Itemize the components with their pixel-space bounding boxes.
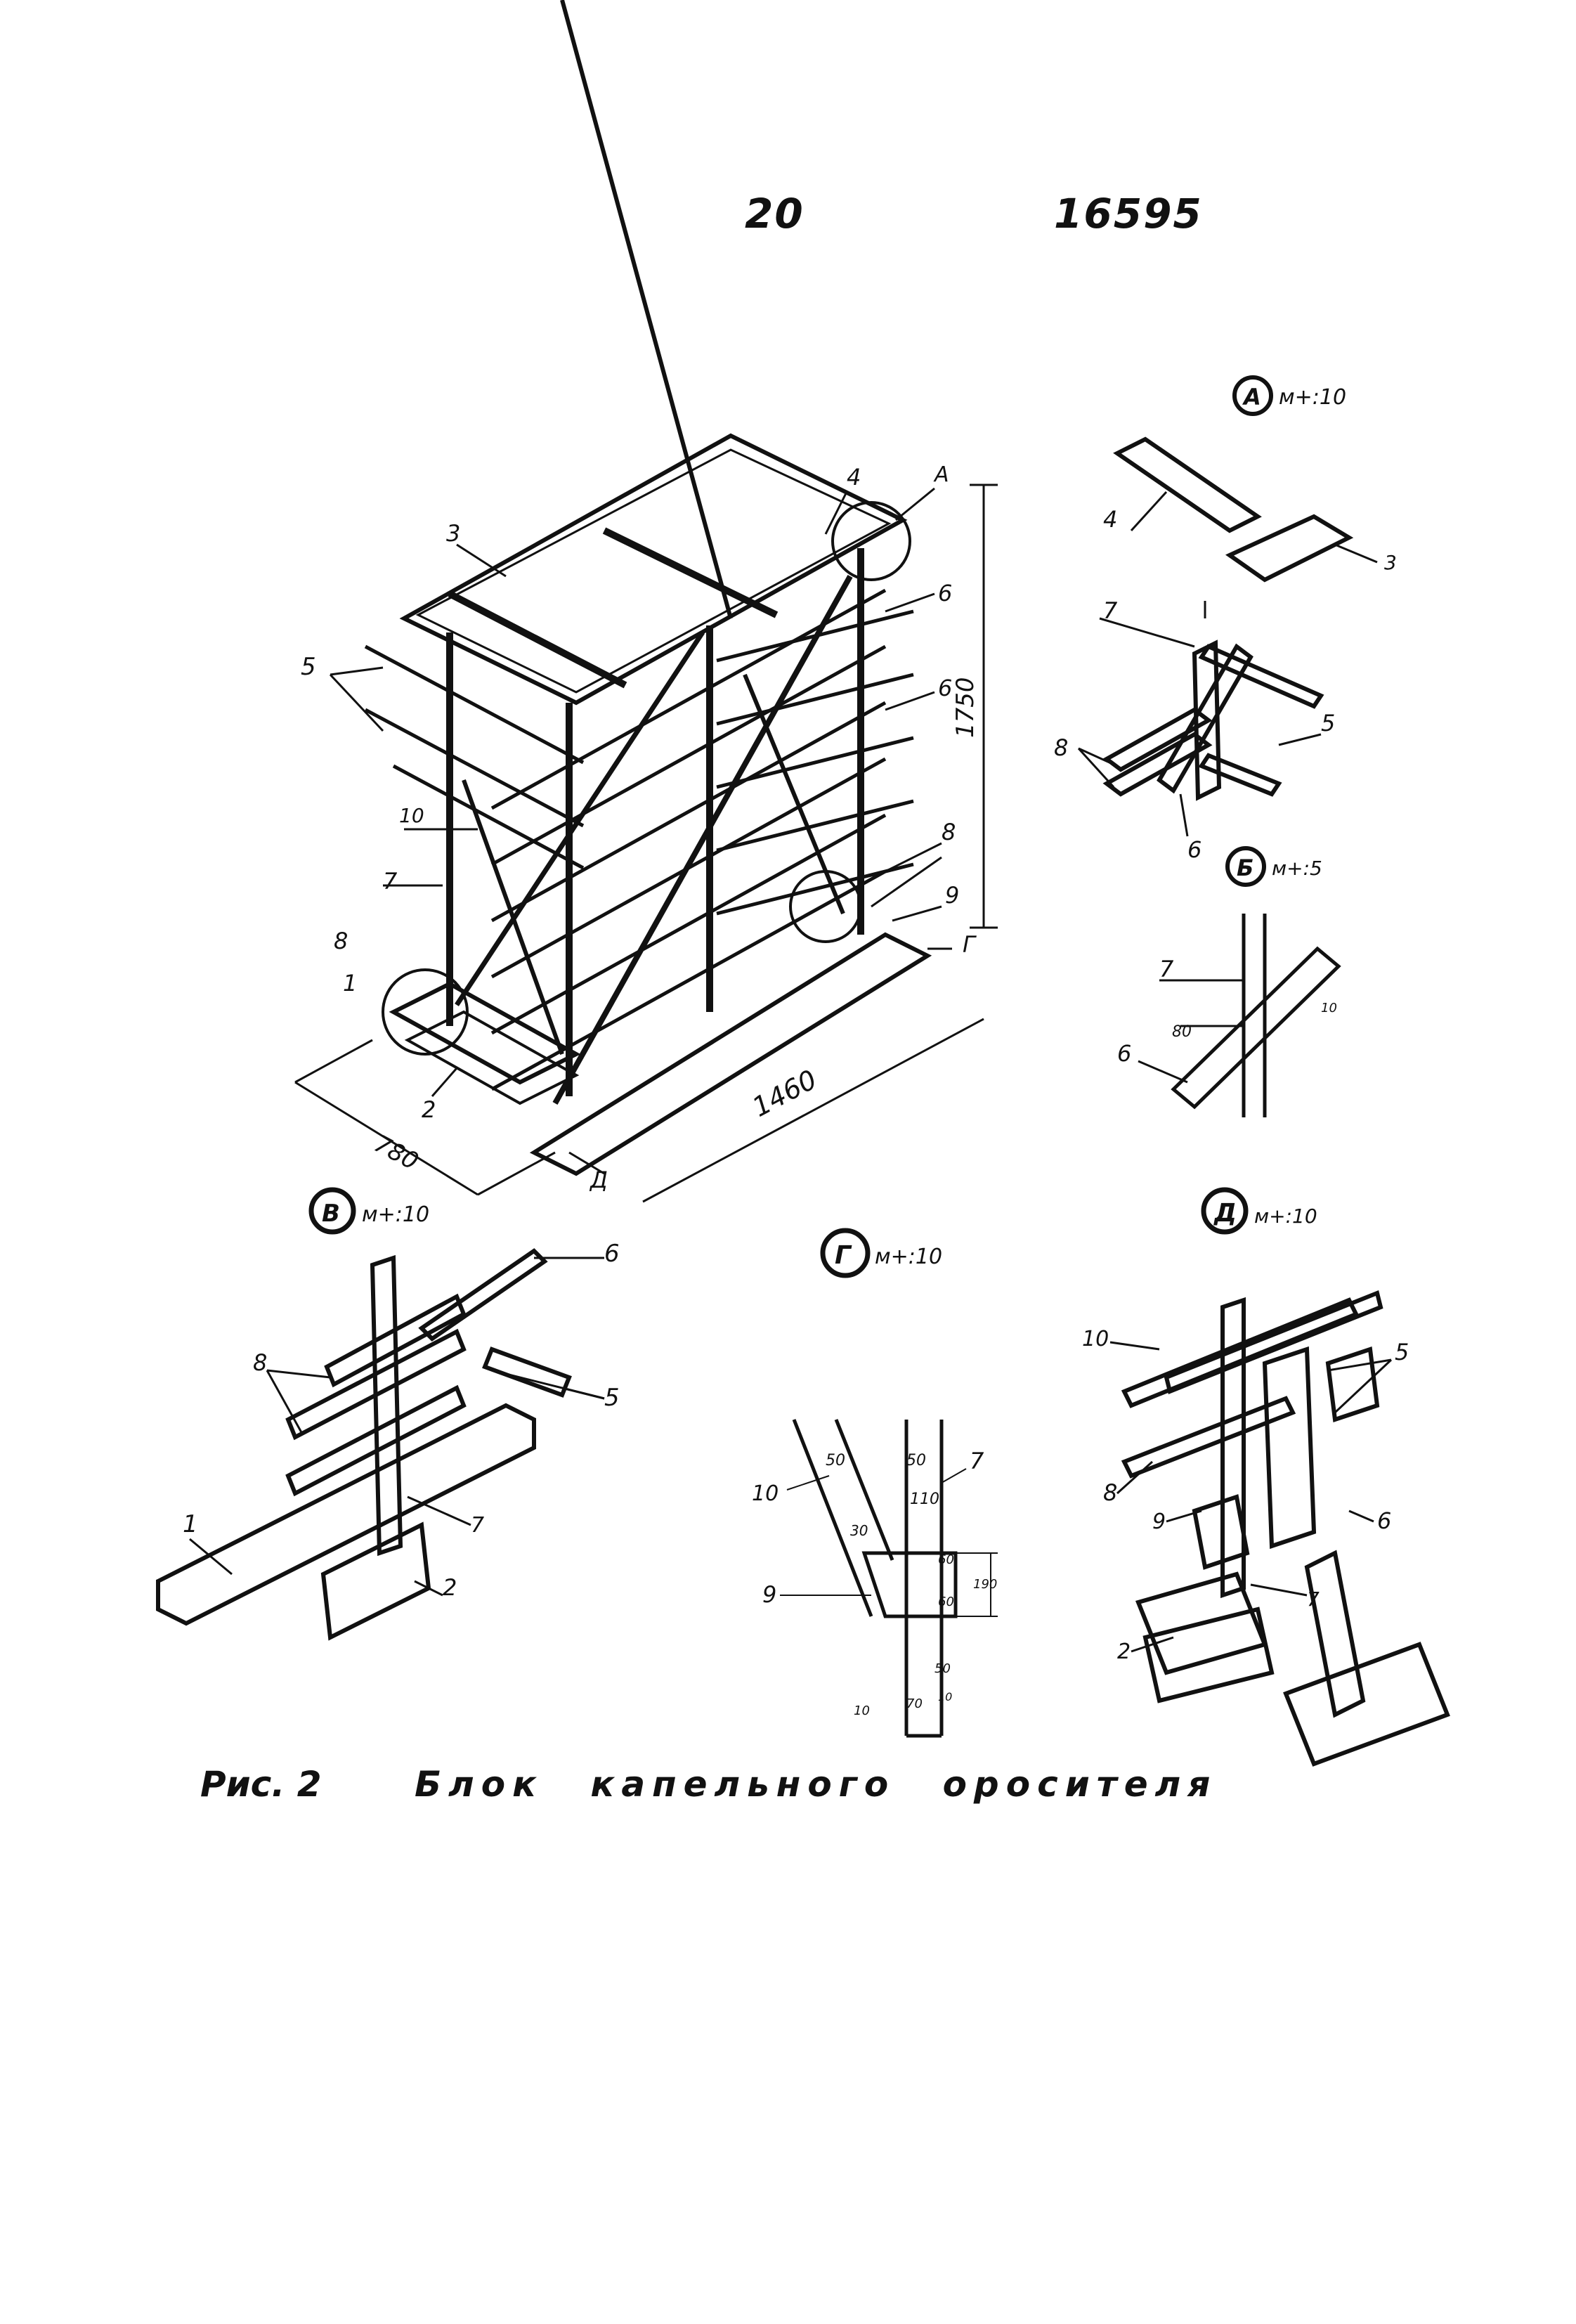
- callout-g: Г: [963, 931, 977, 958]
- svg-text:50: 50: [934, 1661, 951, 1676]
- svg-text:80: 80: [1172, 1023, 1192, 1041]
- dim-width: 780: [370, 1130, 423, 1176]
- svg-text:10: 10: [1321, 1001, 1337, 1015]
- detail-b: Б м+:5 7 6 10 80: [1117, 846, 1341, 1117]
- callout-1: 1: [343, 970, 357, 997]
- detail-g-letter: Г: [835, 1241, 852, 1270]
- detail-g-scale: м+:10: [875, 1245, 942, 1269]
- svg-text:10: 10: [752, 1481, 779, 1506]
- svg-text:6: 6: [1187, 836, 1201, 863]
- svg-text:2: 2: [443, 1574, 457, 1601]
- dim-height: 1750: [951, 677, 979, 738]
- svg-text:50: 50: [906, 1452, 926, 1469]
- detail-b-scale: м+:5: [1272, 857, 1322, 880]
- detail-a: А м+:10 4 3 7 8 5 6: [1054, 375, 1397, 863]
- detail-v-scale: м+:10: [362, 1202, 429, 1227]
- svg-text:2: 2: [1117, 1640, 1131, 1664]
- svg-text:7: 7: [970, 1448, 984, 1474]
- callout-8b: 8: [942, 819, 956, 845]
- svg-text:7: 7: [1307, 1588, 1320, 1611]
- svg-text:30: 30: [850, 1522, 868, 1539]
- svg-text:4: 4: [1103, 506, 1117, 533]
- svg-text:70: 70: [906, 1696, 923, 1711]
- base-beam-short: [389, 981, 581, 1085]
- callout-6a: 6: [938, 580, 952, 606]
- detail-a-letter: А: [1242, 384, 1261, 410]
- callout-5: 5: [301, 653, 316, 681]
- svg-text:10: 10: [938, 1690, 952, 1703]
- svg-text:8: 8: [253, 1349, 267, 1376]
- svg-text:6: 6: [604, 1240, 620, 1268]
- detail-d-scale: м+:10: [1254, 1205, 1317, 1228]
- detail-circle-v: [382, 968, 469, 1056]
- brace: [462, 779, 564, 1056]
- callout-2: 2: [422, 1096, 436, 1123]
- svg-text:9: 9: [1152, 1510, 1166, 1534]
- svg-text:9: 9: [762, 1581, 776, 1608]
- svg-text:7: 7: [1159, 956, 1174, 982]
- brace: [552, 575, 853, 1105]
- brace: [743, 673, 845, 915]
- detail-circle-d: [789, 870, 862, 943]
- callout-10: 10: [399, 804, 424, 827]
- svg-text:3: 3: [1384, 551, 1397, 574]
- top-frame: [399, 433, 908, 706]
- svg-text:110: 110: [910, 1491, 939, 1508]
- detail-a-scale: м+:10: [1279, 385, 1346, 410]
- detail-b-letter: Б: [1237, 855, 1253, 881]
- svg-text:50: 50: [826, 1452, 845, 1469]
- figure-title: Блок капельного оросителя: [415, 1764, 1218, 1805]
- svg-text:1: 1: [183, 1510, 198, 1538]
- svg-text:7: 7: [1103, 597, 1118, 624]
- detail-v-letter: В: [322, 1200, 340, 1228]
- callout-8a: 8: [334, 928, 348, 954]
- svg-text:7: 7: [471, 1513, 484, 1538]
- callout-4: 4: [847, 464, 861, 491]
- callout-6b: 6: [938, 675, 952, 701]
- svg-text:60: 60: [938, 1552, 954, 1567]
- page-number: 20: [745, 190, 805, 238]
- detail-d-letter: Д: [1213, 1199, 1237, 1228]
- base-beam-long: [529, 932, 932, 1176]
- callout-9: 9: [945, 882, 959, 909]
- svg-text:5: 5: [1321, 710, 1335, 736]
- svg-text:8: 8: [1054, 734, 1068, 761]
- svg-text:60: 60: [938, 1595, 954, 1609]
- detail-d: Д м+:10 10 5 8 9 6: [1082, 1187, 1450, 1767]
- svg-text:5: 5: [1395, 1339, 1409, 1365]
- dim-length: 1460: [748, 1064, 822, 1123]
- svg-text:10: 10: [854, 1703, 870, 1718]
- callout-7: 7: [383, 868, 398, 895]
- detail-g: Г м+:10 10 7 9 50 50 110 30 60 60 190 50…: [752, 1228, 998, 1738]
- svg-text:10: 10: [1082, 1327, 1109, 1351]
- main-isometric-view: [294, 0, 998, 1203]
- svg-text:6: 6: [1117, 1040, 1131, 1067]
- callout-d: Д: [589, 1167, 608, 1193]
- svg-text:8: 8: [1103, 1479, 1117, 1506]
- dimension-lines: [294, 483, 998, 1203]
- svg-text:6: 6: [1377, 1507, 1391, 1534]
- callout-3: 3: [446, 520, 460, 547]
- callout-a: А: [933, 462, 949, 487]
- document-code: 16595: [1054, 190, 1203, 238]
- detail-v: В м+:10 6 8 5 1 7 2: [156, 1187, 620, 1641]
- svg-text:5: 5: [604, 1384, 620, 1412]
- brace: [455, 631, 705, 1006]
- slat-rows: [364, 588, 914, 1091]
- detail-circle-a: [831, 501, 911, 581]
- figure-number: Рис. 2: [200, 1764, 322, 1805]
- svg-text:190: 190: [973, 1577, 997, 1592]
